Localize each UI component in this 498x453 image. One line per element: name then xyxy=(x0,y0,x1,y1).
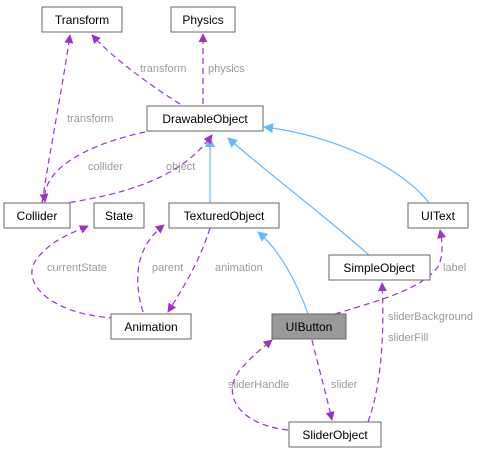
edge-label-transform-drawable: transform xyxy=(140,63,186,75)
edge-label-label: label xyxy=(443,262,466,274)
edge-slider-to-uibutton xyxy=(231,339,289,431)
edge-label-slider-handle: sliderHandle xyxy=(228,379,289,391)
edge-drawable-to-collider xyxy=(39,129,156,203)
node-ui-button-label: UIButton xyxy=(286,320,333,334)
edge-collider-to-drawable xyxy=(59,134,213,205)
edge-label-slider-fill: sliderFill xyxy=(388,332,428,344)
node-drawable-object-label: DrawableObject xyxy=(162,112,248,126)
node-transform-label: Transform xyxy=(55,13,109,27)
edge-label-transform-collider: transform xyxy=(67,113,113,125)
node-collider[interactable]: Collider xyxy=(3,202,71,229)
node-slider-object-label: SliderObject xyxy=(302,428,368,442)
edge-label-physics: physics xyxy=(208,63,245,75)
edge-animation-to-textured xyxy=(137,224,165,313)
edge-animation-to-state xyxy=(31,225,116,319)
edge-label-slider: slider xyxy=(331,379,358,391)
edge-uibutton-to-uitext xyxy=(334,229,447,315)
edge-label-animation: animation xyxy=(215,262,263,274)
node-ui-text[interactable]: UIText xyxy=(407,202,469,229)
node-physics[interactable]: Physics xyxy=(170,6,236,33)
node-simple-object[interactable]: SimpleObject xyxy=(328,254,431,281)
edge-uibutton-to-slider xyxy=(311,339,335,421)
node-ui-button[interactable]: UIButton xyxy=(271,313,347,340)
edge-drawable-to-transform xyxy=(91,34,181,105)
node-state-label: State xyxy=(105,209,133,223)
edge-label-slider-background: sliderBackground xyxy=(388,311,473,323)
node-textured-object-label: TexturedObject xyxy=(184,209,265,223)
node-animation[interactable]: Animation xyxy=(110,313,192,340)
edge-slider-to-simpleobject xyxy=(367,282,387,423)
edge-simple-to-drawable xyxy=(227,137,371,257)
node-state[interactable]: State xyxy=(93,202,145,229)
node-ui-text-label: UIText xyxy=(421,209,456,223)
edge-label-object: object xyxy=(166,161,195,173)
edge-label-collider: collider xyxy=(88,161,123,173)
edge-label-current-state: currentState xyxy=(47,262,107,274)
node-slider-object[interactable]: SliderObject xyxy=(288,421,382,448)
edge-label-parent: parent xyxy=(152,262,183,274)
node-simple-object-label: SimpleObject xyxy=(343,261,415,275)
node-physics-label: Physics xyxy=(182,13,223,27)
edge-uibutton-to-textured xyxy=(257,231,309,315)
node-transform[interactable]: Transform xyxy=(41,6,123,33)
node-collider-label: Collider xyxy=(17,209,58,223)
edge-textured-to-animation xyxy=(167,227,211,313)
node-drawable-object[interactable]: DrawableObject xyxy=(146,105,264,132)
node-animation-label: Animation xyxy=(124,320,177,334)
node-textured-object[interactable]: TexturedObject xyxy=(168,202,280,229)
edge-collider-to-transform xyxy=(41,34,74,204)
edge-uitext-to-drawable xyxy=(263,123,431,205)
